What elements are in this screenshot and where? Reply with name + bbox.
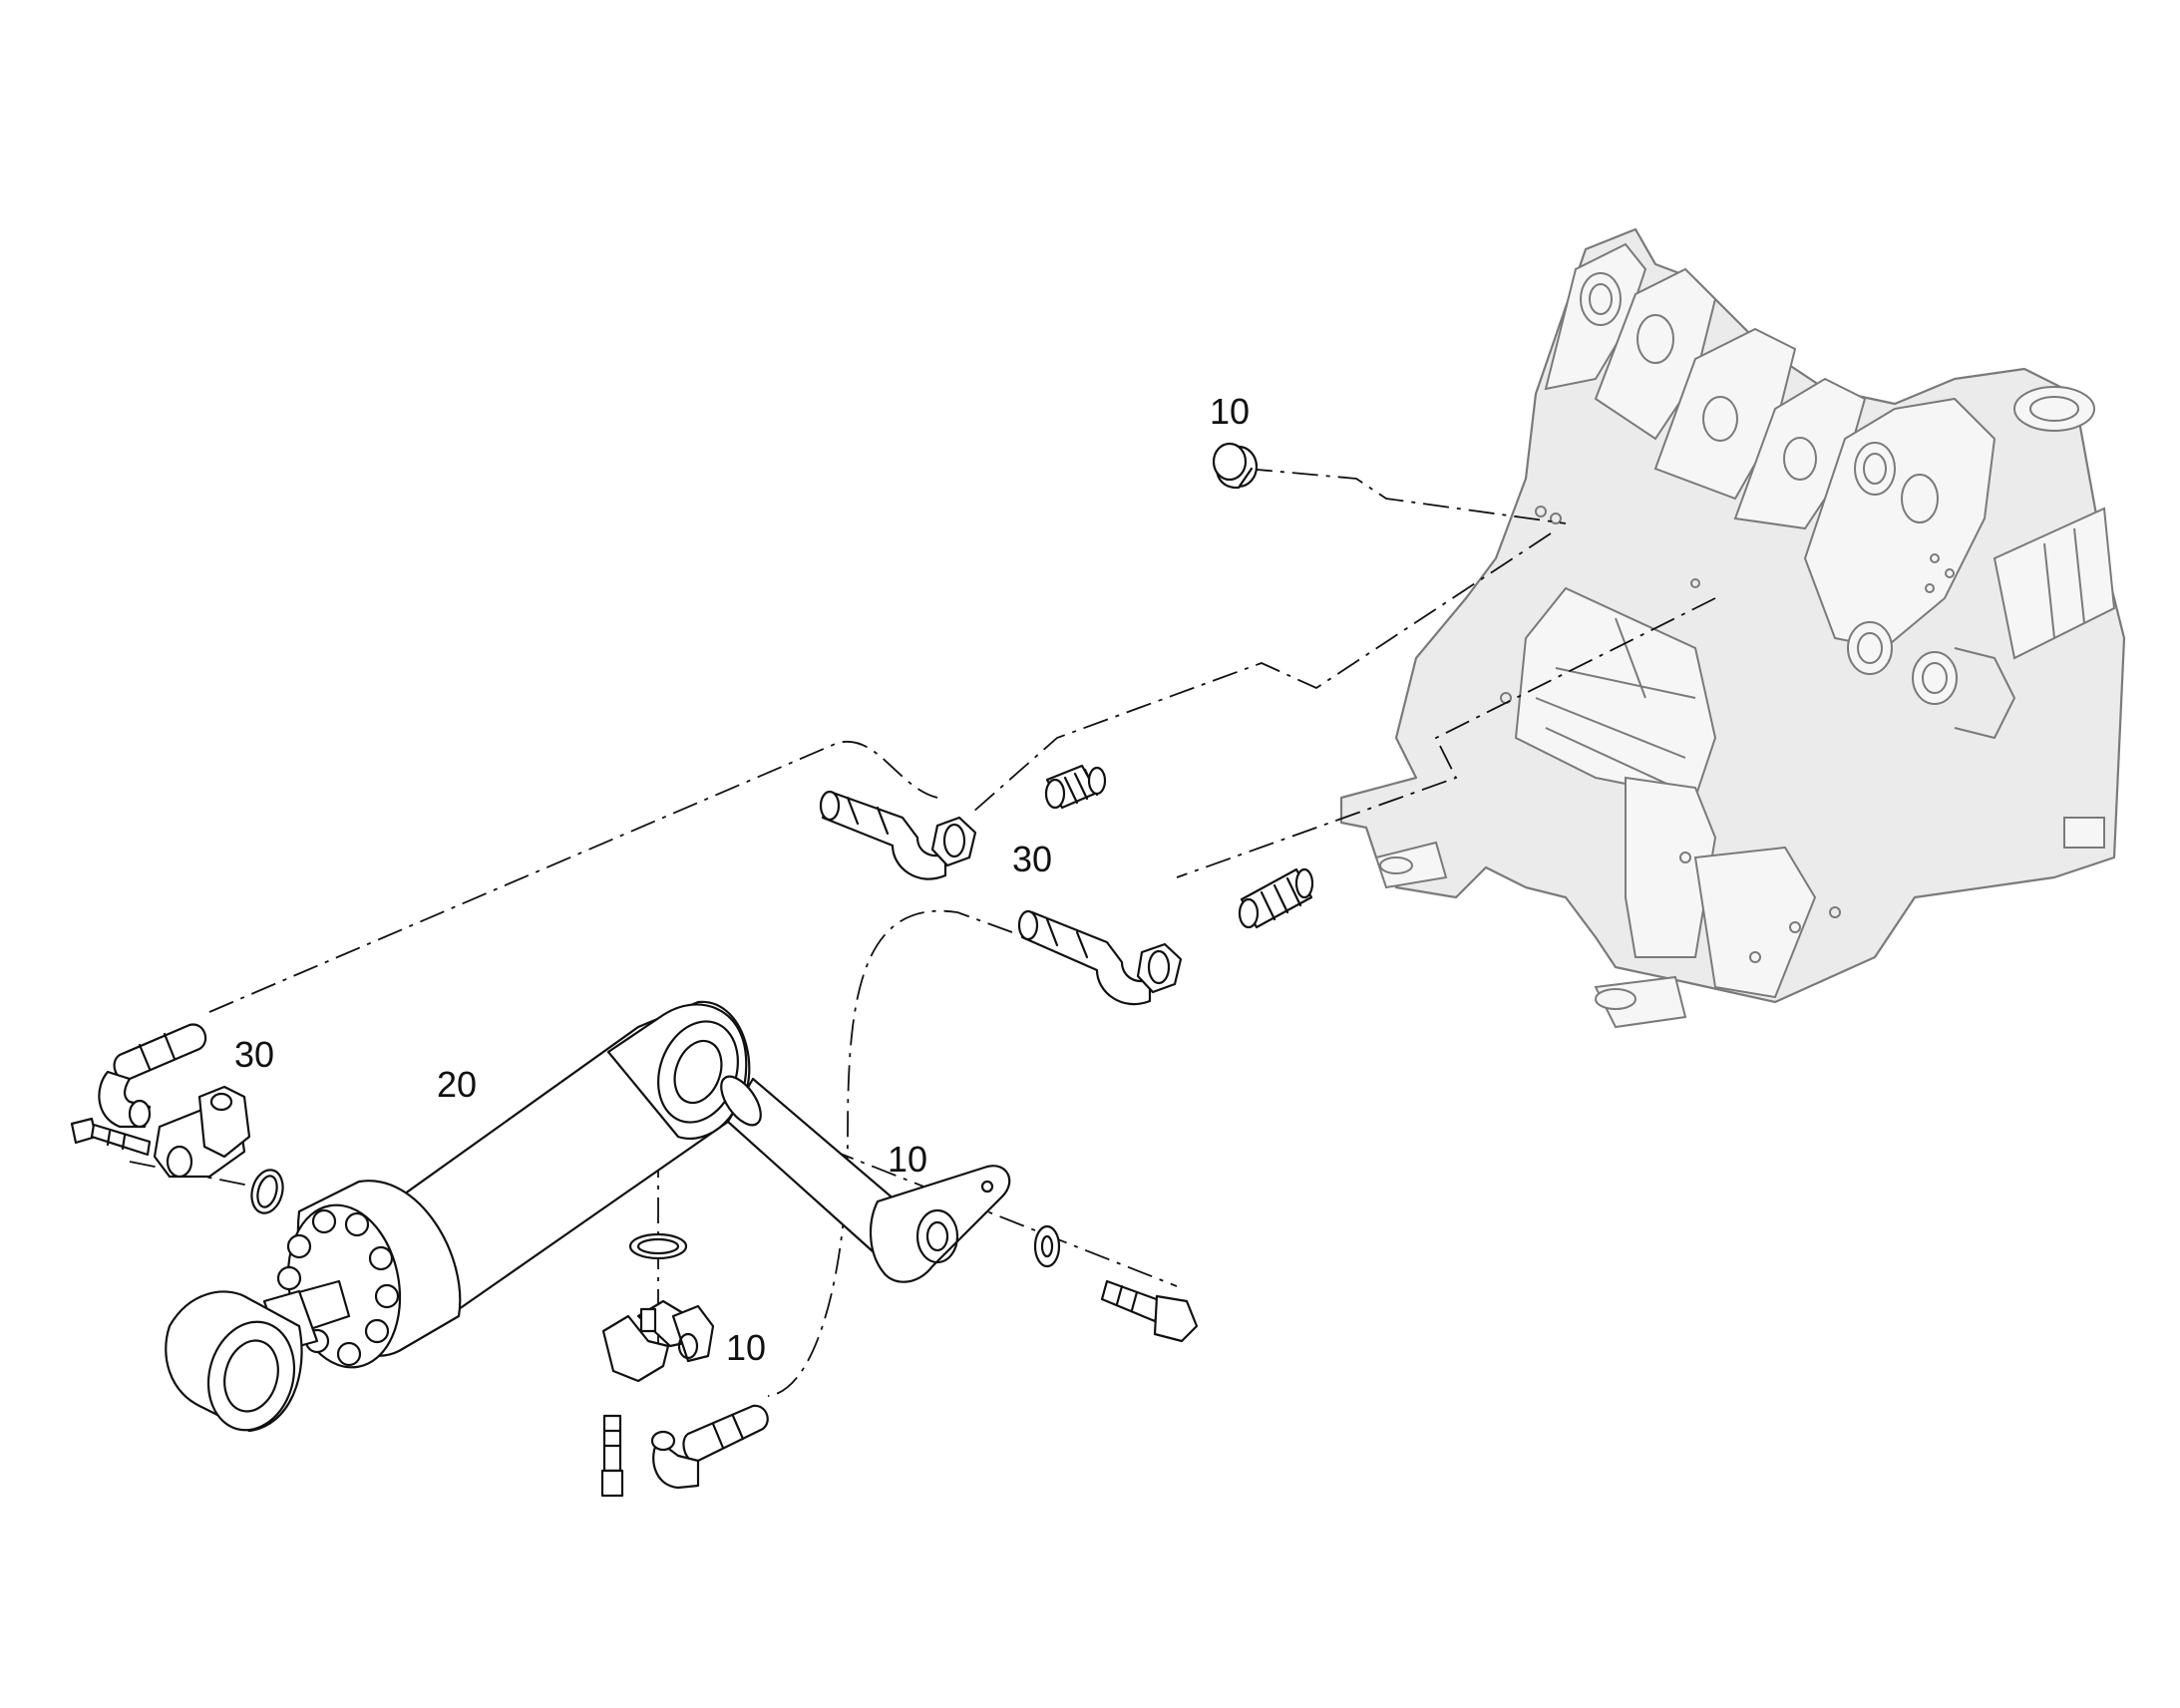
hydraulic-cylinder xyxy=(165,1000,751,1433)
hose-fitting-upper xyxy=(819,764,1107,880)
thread-adapter-lower xyxy=(1238,867,1314,929)
gland-bolts xyxy=(276,1208,400,1367)
hose-end-lower xyxy=(1017,909,1183,1006)
loader-frame xyxy=(1339,227,2126,1029)
hose-fitting-lower xyxy=(1017,867,1314,1006)
split-flange-left xyxy=(153,1085,251,1179)
callout-flange-clamp: 10 xyxy=(726,1327,766,1368)
flange-clamp-lower xyxy=(600,1232,769,1498)
pin-bolt xyxy=(1100,1279,1199,1343)
pivot-pin xyxy=(720,1075,1199,1343)
callout-labels: 10 30 30 20 10 10 xyxy=(234,391,1250,1368)
assembly-center-lines xyxy=(129,468,1716,1397)
callout-hose-upper: 30 xyxy=(1012,839,1052,879)
washer xyxy=(1033,1224,1061,1268)
thread-adapter-upper xyxy=(1044,764,1107,810)
callout-pivot-pin: 10 xyxy=(888,1139,927,1180)
hose-end-upper xyxy=(819,790,977,880)
bolt-left xyxy=(70,1117,152,1157)
callout-plug: 10 xyxy=(1210,391,1250,432)
hose-fitting-left xyxy=(70,1023,284,1214)
callout-hose-left: 30 xyxy=(234,1034,274,1075)
plug-part xyxy=(1212,442,1259,490)
callout-cylinder: 20 xyxy=(437,1064,477,1105)
